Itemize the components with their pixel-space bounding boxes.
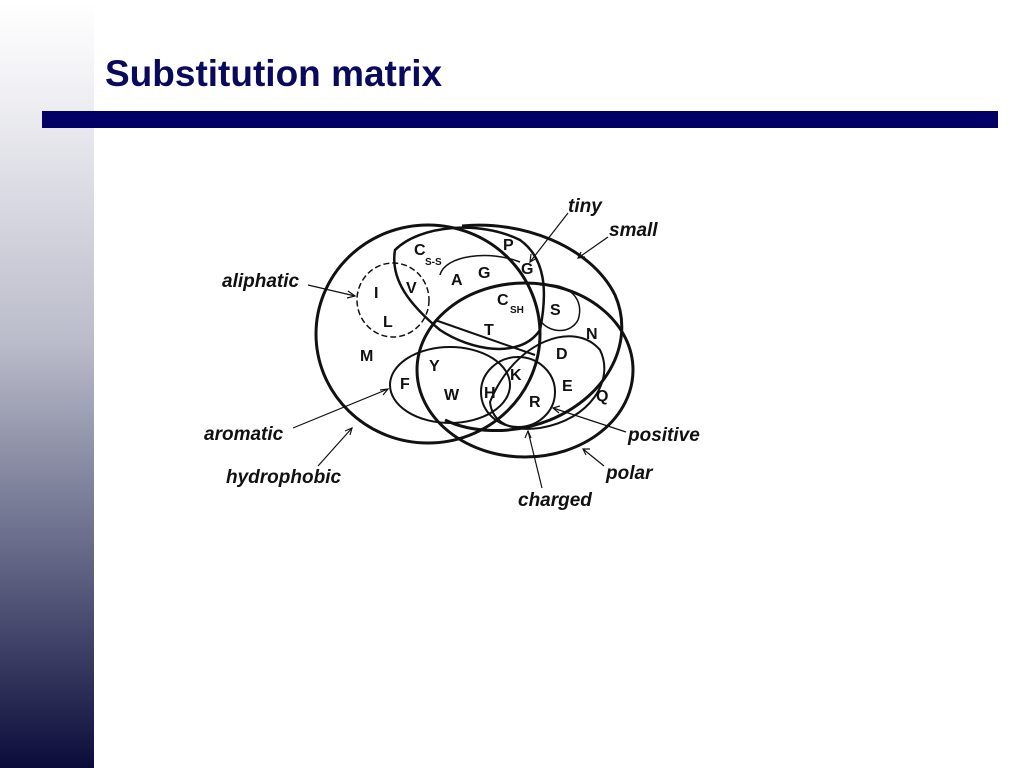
sidebar-gradient [0, 0, 94, 768]
label-hydrophobic: hydrophobic [226, 467, 341, 488]
residue-l: L [383, 314, 393, 331]
residue-p: P [503, 237, 514, 254]
label-positive: positive [627, 425, 700, 446]
leader-arrows [292, 212, 627, 489]
small-arrow [577, 236, 609, 259]
positive-arrowhead [551, 405, 561, 414]
tiny-arrowhead [529, 253, 538, 264]
residue-g: G [478, 265, 490, 282]
residue-c-ss: C [414, 242, 426, 259]
label-charged: charged [518, 490, 592, 511]
cysteine-divider-line [434, 319, 536, 356]
title-rule [42, 111, 998, 128]
residue-t: T [484, 322, 494, 339]
label-small: small [609, 220, 658, 241]
slide-title: Substitution matrix [105, 53, 443, 94]
positive-set-outline [480, 356, 556, 428]
charged-arrow [527, 430, 543, 489]
residue-s: S [550, 302, 561, 319]
charged-set-outline [488, 335, 606, 430]
polar-arrowhead [582, 448, 590, 456]
serine-bubble-outline [539, 284, 581, 332]
hydrophobic-arrowhead [344, 426, 353, 436]
polar-set-outline [415, 281, 635, 459]
residue-d: D [556, 346, 568, 363]
residue-w: W [444, 387, 460, 404]
hydrophobic-arrow [317, 427, 353, 467]
residue-c-sh-subscript: SH [510, 305, 524, 316]
tiny-arrow [529, 212, 569, 263]
aliphatic-set-outline [356, 262, 430, 338]
label-tiny: tiny [568, 196, 603, 217]
polar-arrow [582, 448, 605, 467]
residue-n: N [586, 326, 598, 343]
residue-e: E [562, 378, 573, 395]
aromatic-arrowhead [379, 388, 390, 396]
positive-arrow [552, 407, 627, 433]
residue-v: V [406, 280, 417, 297]
residue-f: F [400, 376, 410, 393]
tiny-set-outline [392, 226, 546, 351]
aromatic-arrow [292, 388, 389, 429]
label-aromatic: aromatic [204, 424, 284, 445]
residue-a: A [451, 272, 463, 289]
label-aliphatic: aliphatic [222, 271, 300, 292]
residue-m: M [360, 348, 373, 365]
residue-i: I [374, 285, 378, 302]
label-polar: polar [605, 463, 654, 484]
residue-k: K [510, 367, 522, 384]
residue-y: Y [429, 358, 440, 375]
residue-c-sh: C [497, 292, 509, 309]
aromatic-set-outline [389, 346, 511, 424]
charged-arrowhead [524, 429, 532, 439]
residue-h: H [484, 385, 496, 402]
aliphatic-arrow [307, 284, 356, 297]
residue-c-ss-subscript: S-S [425, 257, 442, 268]
residue-g-outer: G [521, 261, 533, 278]
residue-q: Q [596, 388, 608, 405]
small-set-outline [444, 223, 624, 433]
residue-r: R [529, 394, 541, 411]
aliphatic-arrowhead [346, 290, 357, 299]
alanine-bubble-outline [439, 254, 521, 276]
small-arrowhead [576, 251, 586, 259]
hydrophobic-set-outline [314, 223, 542, 445]
